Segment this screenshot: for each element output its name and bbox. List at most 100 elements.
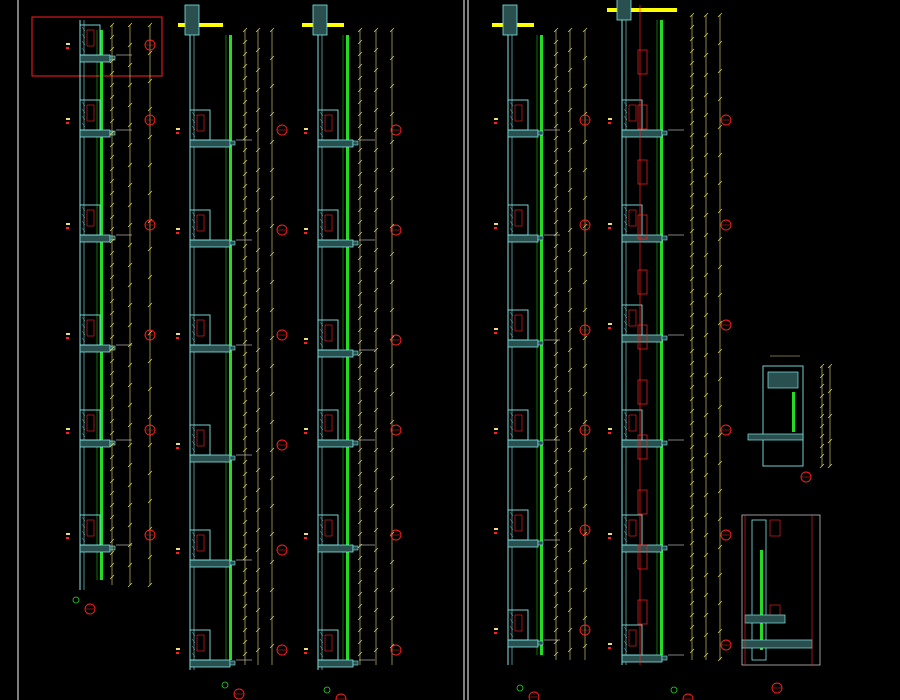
- dimension-tick: [127, 482, 133, 488]
- dimension-tick: [553, 303, 559, 309]
- hatch-line: [623, 206, 628, 212]
- annotation-mark: [66, 223, 70, 225]
- dimension-tick: [703, 52, 709, 58]
- hatch-line: [319, 321, 324, 327]
- dimension-tick: [127, 402, 133, 408]
- annotation-mark: [494, 528, 498, 530]
- annotation-mark: [494, 432, 497, 434]
- dimension-tick: [689, 504, 695, 510]
- hatch-line: [319, 631, 324, 637]
- floor-slab: [317, 439, 354, 448]
- dimension-tick: [127, 502, 133, 508]
- annotation-mark: [176, 128, 180, 130]
- dimension-tick: [357, 531, 363, 537]
- hatch-line: [623, 537, 628, 543]
- dimension-tick: [269, 83, 275, 89]
- dimension-tick: [269, 251, 275, 257]
- dimension-tick: [109, 130, 115, 136]
- window-frame: [769, 519, 781, 537]
- slab-ledge: [109, 55, 116, 61]
- dimension-tick: [242, 363, 248, 369]
- hatch-line: [81, 425, 86, 431]
- window-frame: [324, 634, 333, 652]
- hatch-line: [623, 327, 628, 333]
- dimension-tick: [389, 615, 395, 621]
- dimension-tick: [553, 591, 559, 597]
- hatch-line: [81, 418, 86, 424]
- dimension-tick: [127, 62, 133, 68]
- annotation-mark: [176, 443, 180, 445]
- slab-ledge: [229, 560, 236, 566]
- dimension-tick: [255, 307, 261, 313]
- annotation-mark: [66, 533, 70, 535]
- dimension-tick: [357, 27, 363, 33]
- hatch-line: [191, 531, 196, 537]
- annotation-mark: [66, 118, 70, 120]
- dimension-tick: [689, 180, 695, 186]
- hatch-line: [509, 101, 514, 107]
- dimension-tick: [567, 527, 573, 533]
- dimension-tick: [827, 438, 833, 444]
- dimension-tick: [357, 195, 363, 201]
- glass-curtain: [346, 35, 349, 660]
- window-box: [189, 314, 211, 346]
- dimension-tick: [567, 407, 573, 413]
- dimension-tick: [689, 168, 695, 174]
- dimension-tick: [269, 335, 275, 341]
- window-frame: [86, 319, 95, 337]
- hatch-line: [191, 645, 196, 651]
- hatch-line: [509, 611, 514, 617]
- annotation-mark: [494, 227, 497, 229]
- annotation-mark: [494, 628, 498, 630]
- hatch-line: [191, 111, 196, 117]
- window-frame: [514, 104, 523, 122]
- dimension-tick: [689, 456, 695, 462]
- dimension-tick: [389, 475, 395, 481]
- annotation-mark: [494, 328, 498, 330]
- hatch-line: [191, 132, 196, 138]
- dimension-tick: [553, 579, 559, 585]
- hatch-line: [319, 418, 324, 424]
- dimension-tick: [109, 274, 115, 280]
- dimension-tick: [703, 352, 709, 358]
- dimension-tick: [109, 70, 115, 76]
- dimension-tick: [389, 279, 395, 285]
- annotation-mark: [176, 333, 180, 335]
- dimension-tick: [357, 279, 363, 285]
- dimension-tick: [689, 600, 695, 606]
- dimension-tick: [242, 207, 248, 213]
- section-d: [492, 4, 591, 700]
- dimension-tick: [269, 27, 275, 33]
- annotation-mark: [608, 533, 612, 535]
- dimension-tick: [819, 383, 825, 389]
- annotation-mark: [66, 337, 69, 339]
- dimension-tick: [269, 55, 275, 61]
- dimension-tick: [357, 363, 363, 369]
- dimension-tick: [109, 166, 115, 172]
- dimension-tick: [242, 399, 248, 405]
- dimension-tick: [357, 255, 363, 261]
- dimension-tick: [127, 242, 133, 248]
- dimension-tick: [242, 195, 248, 201]
- dimension-tick: [127, 522, 133, 528]
- dimension-tick: [357, 135, 363, 141]
- dimension-tick: [703, 292, 709, 298]
- dimension-tick: [689, 468, 695, 474]
- dimension-tick: [127, 562, 133, 568]
- hatch-line: [319, 638, 324, 644]
- dimension-tick: [109, 358, 115, 364]
- floor-slab: [507, 639, 539, 648]
- hatch-line: [81, 47, 86, 53]
- dimension-tick: [373, 547, 379, 553]
- hatch-line: [81, 523, 86, 529]
- dimension-tick: [242, 555, 248, 561]
- dimension-tick: [255, 607, 261, 613]
- dimension-tick: [389, 587, 395, 593]
- dimension-tick: [373, 487, 379, 493]
- window-frame: [324, 214, 333, 232]
- slab-ledge: [537, 440, 544, 446]
- dimension-tick: [717, 404, 723, 410]
- dimension-tick: [553, 483, 559, 489]
- dimension-tick: [109, 574, 115, 580]
- dimension-tick: [373, 107, 379, 113]
